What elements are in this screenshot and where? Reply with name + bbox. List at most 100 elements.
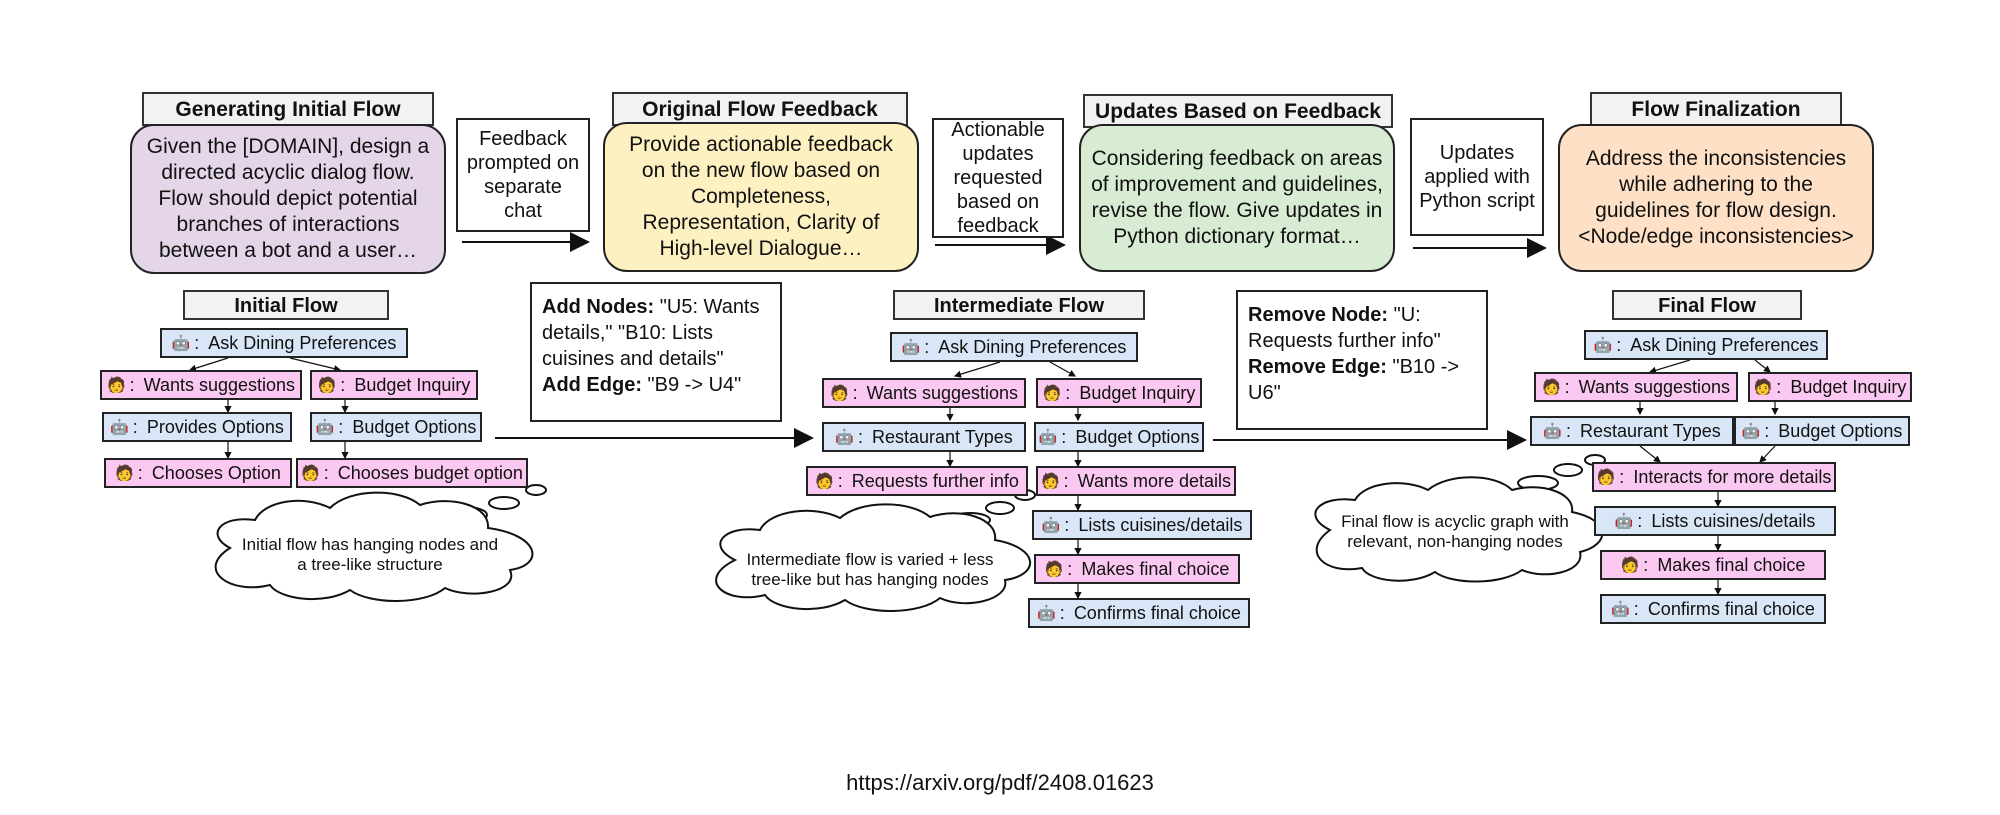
caption-intermediate: Intermediate flow is varied + less tree-…: [746, 550, 994, 589]
node-f-makes-final-choice: 🧑: Makes final choice: [1600, 550, 1826, 580]
user-face-icon: 🧑: [829, 384, 849, 402]
node-m-confirms-final-choice: 🤖: Confirms final choice: [1028, 598, 1250, 628]
node-text: Ask Dining Preferences: [1630, 335, 1819, 355]
node-text: Wants suggestions: [866, 383, 1019, 403]
node-m-makes-final-choice: 🧑: Makes final choice: [1034, 554, 1240, 584]
node-text: Restaurant Types: [1579, 421, 1721, 441]
node-m-budget-inquiry: 🧑: Budget Inquiry: [1036, 378, 1202, 408]
robot-icon: 🤖: [901, 338, 921, 356]
remove-node-value: "U: Requests further info": [1248, 304, 1441, 352]
flow-title-final: Final Flow: [1612, 290, 1802, 320]
prompt-finalization: Address the inconsistencies while adheri…: [1558, 124, 1874, 272]
node-text: Confirms final choice: [1647, 599, 1815, 619]
node-label: :: [1637, 511, 1648, 531]
node-text: Interacts for more details: [1633, 467, 1832, 487]
node-label: :: [137, 463, 148, 483]
robot-icon: 🤖: [315, 418, 335, 436]
add-nodes-value: "U5: Wants details," "B10: Lists cuisine…: [542, 296, 760, 370]
node-f-ask-dining: 🤖: Ask Dining Preferences: [1584, 330, 1828, 360]
robot-icon: 🤖: [1593, 336, 1613, 354]
node-i-budget-inquiry: 🧑: Budget Inquiry: [310, 370, 478, 400]
node-text: Budget Options: [1778, 421, 1903, 441]
node-text: Ask Dining Preferences: [208, 333, 397, 353]
node-i-chooses-budget-option: 🧑: Chooses budget option: [296, 458, 528, 488]
edge-m-2: [1049, 361, 1077, 377]
robot-icon: 🤖: [1741, 422, 1761, 440]
node-text: Makes final choice: [1657, 555, 1806, 575]
user-face-icon: 🧑: [1753, 378, 1773, 396]
node-i-chooses-option: 🧑: Chooses Option: [104, 458, 292, 488]
edge-f-2: [1754, 359, 1771, 373]
node-text: Confirms final choice: [1073, 603, 1241, 623]
node-f-confirms-final-choice: 🤖: Confirms final choice: [1600, 594, 1826, 624]
node-label: :: [1564, 377, 1575, 397]
remove-edge-label: Remove Edge:: [1248, 356, 1387, 378]
node-m-ask-dining: 🤖: Ask Dining Preferences: [890, 332, 1138, 362]
node-text: Budget Inquiry: [1790, 377, 1907, 397]
user-face-icon: 🧑: [106, 376, 126, 394]
user-face-icon: 🧑: [1042, 384, 1062, 402]
node-label: :: [1619, 467, 1630, 487]
node-m-requests-further-info: 🧑: Requests further info: [806, 466, 1028, 496]
user-face-icon: 🧑: [1620, 556, 1640, 574]
transition-feedback-prompted: Feedback prompted on separate chat: [456, 118, 590, 232]
edge-m-1: [953, 361, 1001, 378]
robot-icon: 🤖: [1614, 512, 1634, 530]
caption-initial: Initial flow has hanging nodes and a tre…: [241, 535, 499, 574]
edge-i-2: [289, 357, 342, 373]
user-face-icon: 🧑: [1044, 560, 1064, 578]
user-face-icon: 🧑: [317, 376, 337, 394]
node-text: Chooses budget option: [337, 463, 523, 483]
source-url[interactable]: https://arxiv.org/pdf/2408.01623: [846, 770, 1154, 795]
stage-title-finalization: Flow Finalization: [1590, 92, 1842, 126]
node-text: Wants suggestions: [143, 375, 296, 395]
node-label: :: [1565, 421, 1576, 441]
edge-i-1: [188, 357, 229, 372]
node-label: :: [1067, 559, 1078, 579]
node-m-wants-more-details: 🧑: Wants more details: [1036, 466, 1236, 496]
node-label: :: [1643, 555, 1654, 575]
thought-cloud-final: [1314, 454, 1606, 583]
edge-f-1: [1648, 359, 1691, 374]
edits-add-box: Add Nodes: "U5: Wants details," "B10: Li…: [530, 282, 782, 422]
robot-icon: 🤖: [1037, 604, 1056, 622]
node-i-budget-options: 🤖: Budget Options: [310, 412, 482, 442]
flow-title-initial: Initial Flow: [183, 290, 389, 320]
node-text: Budget Options: [352, 417, 477, 437]
node-i-wants-suggestions: 🧑: Wants suggestions: [100, 370, 302, 400]
node-label: :: [924, 337, 935, 357]
node-text: Lists cuisines/details: [1078, 515, 1243, 535]
node-label: :: [1063, 471, 1074, 491]
prompt-feedback: Provide actionable feedback on the new f…: [603, 122, 919, 272]
node-label: :: [1059, 603, 1070, 623]
node-label: :: [1633, 599, 1644, 619]
stage-title-generating: Generating Initial Flow: [142, 92, 434, 126]
node-label: :: [1776, 377, 1787, 397]
user-face-icon: 🧑: [1040, 472, 1060, 490]
user-face-icon: 🧑: [1596, 468, 1616, 486]
remove-edge-value: "B10 -> U6": [1248, 356, 1460, 404]
transition-updates-applied: Updates applied with Python script: [1410, 118, 1544, 236]
node-text: Requests further info: [851, 471, 1019, 491]
node-text: Budget Inquiry: [354, 375, 471, 395]
robot-icon: 🤖: [1038, 428, 1058, 446]
transition-updates-requested: Actionable updates requested based on fe…: [932, 118, 1064, 238]
node-f-restaurant-types: 🤖: Restaurant Types: [1530, 416, 1734, 446]
node-text: Wants suggestions: [1578, 377, 1731, 397]
edits-remove-box: Remove Node: "U: Requests further info" …: [1236, 290, 1488, 430]
node-text: Ask Dining Preferences: [938, 337, 1127, 357]
stage-title-updates: Updates Based on Feedback: [1083, 94, 1393, 128]
edge-f-5: [1639, 445, 1661, 463]
edge-f-6: [1759, 445, 1776, 463]
node-text: Budget Options: [1075, 427, 1200, 447]
robot-icon: 🤖: [835, 428, 854, 446]
node-m-lists-cuisines: 🤖: Lists cuisines/details: [1032, 510, 1252, 540]
add-nodes-label: Add Nodes:: [542, 296, 655, 318]
flow-title-intermediate: Intermediate Flow: [893, 290, 1145, 320]
user-face-icon: 🧑: [115, 464, 134, 482]
node-f-lists-cuisines: 🤖: Lists cuisines/details: [1594, 506, 1836, 536]
node-text: Wants more details: [1077, 471, 1232, 491]
node-text: Restaurant Types: [871, 427, 1013, 447]
node-label: :: [1065, 383, 1076, 403]
